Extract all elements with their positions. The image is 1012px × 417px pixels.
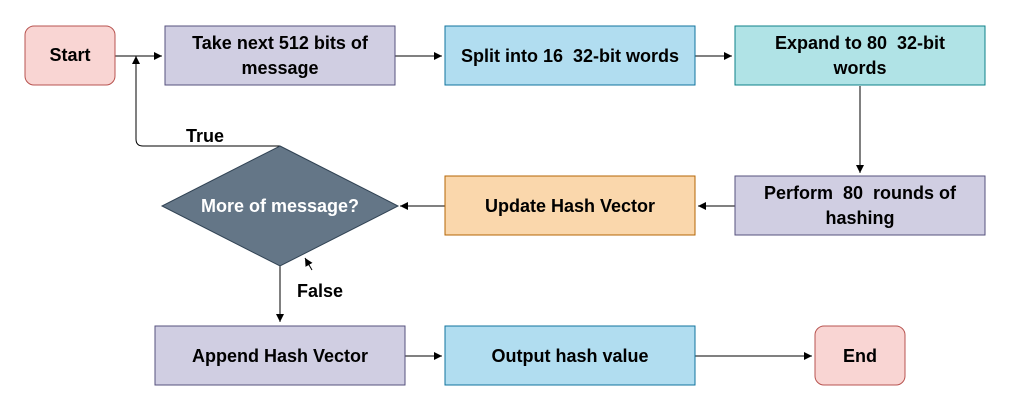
- update-hash-shape: [444, 175, 696, 236]
- append-hash-shape: [154, 325, 406, 386]
- end-label: End: [843, 346, 877, 366]
- decision-label: More of message?: [201, 196, 359, 216]
- end-shape: [814, 325, 906, 386]
- expand-words-label-line-1: Expand to 80 32-bit: [775, 33, 945, 53]
- append-hash-node: Append Hash Vector: [154, 325, 406, 386]
- output-hash-node: Output hash value: [444, 325, 696, 386]
- edge-stray-mark: [304, 257, 313, 271]
- split-words-label: Split into 16 32-bit words: [461, 46, 679, 66]
- append-hash-label: Append Hash Vector: [192, 346, 368, 366]
- output-hash-label: Output hash value: [491, 346, 648, 366]
- split-words-node: Split into 16 32-bit words: [444, 25, 696, 86]
- edge-decision-true-loop: [132, 56, 280, 147]
- perform-rounds-node: Perform 80 rounds of hashing: [734, 175, 986, 236]
- false-edge-label: False: [297, 281, 343, 301]
- perform-rounds-label-line-1: Perform 80 rounds of: [764, 183, 957, 203]
- start-shape: [24, 25, 116, 86]
- take-bits-label-line-2: message: [241, 58, 318, 78]
- start-node: Start: [24, 25, 116, 86]
- true-edge-label: True: [186, 126, 224, 146]
- perform-rounds-shape: [734, 175, 986, 236]
- decision-node: More of message?: [160, 145, 400, 267]
- update-hash-node: Update Hash Vector: [444, 175, 696, 236]
- output-hash-shape: [444, 325, 696, 386]
- take-bits-shape: [164, 25, 396, 86]
- decision-shape: [160, 145, 400, 267]
- split-words-shape: [444, 25, 696, 86]
- take-bits-label-line-1: Take next 512 bits of: [192, 33, 369, 53]
- expand-words-node: Expand to 80 32-bit words: [734, 25, 986, 86]
- perform-rounds-label-line-2: hashing: [825, 208, 894, 228]
- end-node: End: [814, 325, 906, 386]
- take-bits-node: Take next 512 bits of message: [164, 25, 396, 86]
- expand-words-label-line-2: words: [832, 58, 886, 78]
- expand-words-shape: [734, 25, 986, 86]
- start-label: Start: [49, 45, 90, 65]
- update-hash-label: Update Hash Vector: [485, 196, 655, 216]
- edges: [115, 52, 864, 360]
